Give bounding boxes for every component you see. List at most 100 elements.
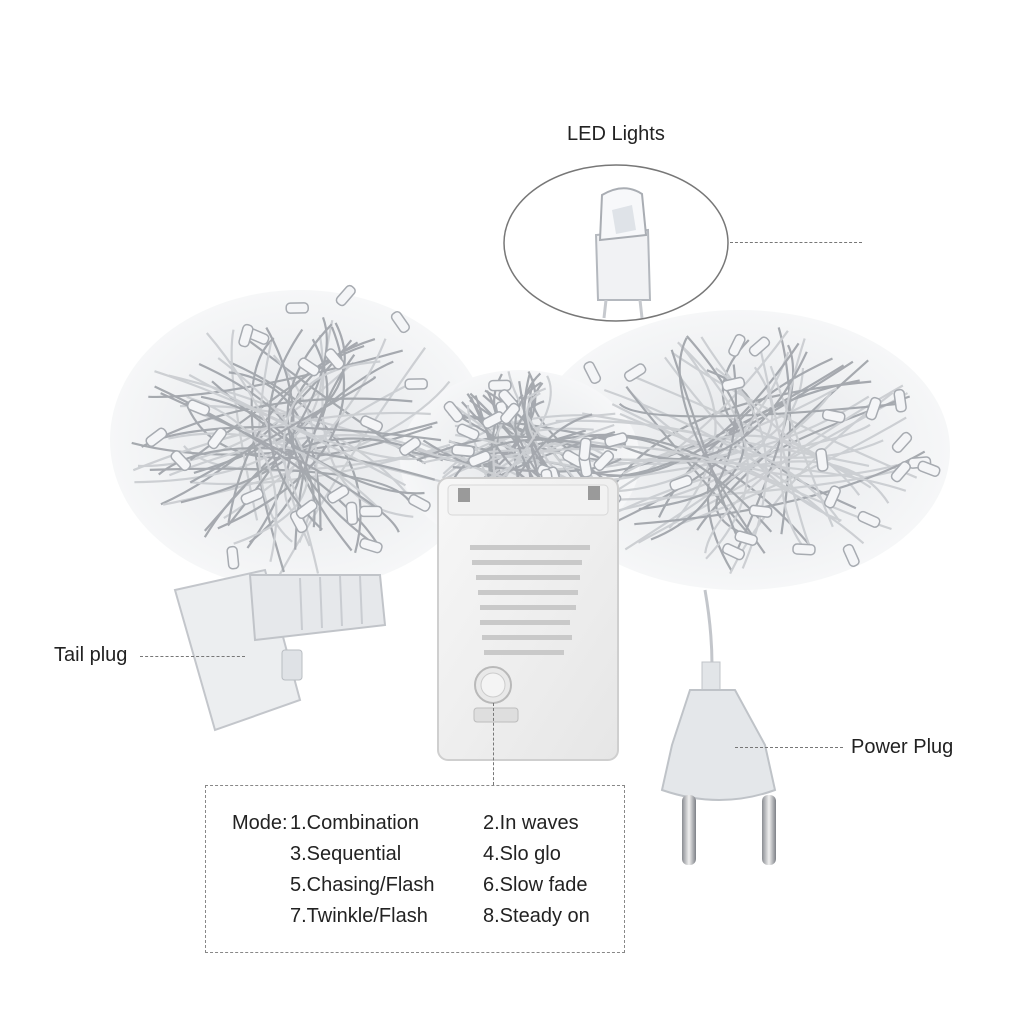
wire-strand xyxy=(186,395,278,563)
wire-strand xyxy=(608,380,872,494)
power-plug-label: Power Plug xyxy=(851,736,954,758)
power-plug xyxy=(660,589,777,865)
led-bulb-icon xyxy=(443,400,464,423)
mode-item: 3.Sequential xyxy=(290,843,402,865)
led-bulb-icon xyxy=(748,504,773,518)
led-bulb-icon xyxy=(917,460,941,477)
wire-strand xyxy=(678,337,766,554)
led-bulb-icon xyxy=(669,474,693,492)
wire-strand xyxy=(625,385,756,542)
led-bulb-icon xyxy=(359,505,383,518)
led-bulb-icon xyxy=(326,485,350,504)
tail-plug xyxy=(173,568,387,732)
led-bulb-icon xyxy=(893,388,907,413)
led-bulb-icon xyxy=(722,543,746,561)
led-bulb-icon xyxy=(604,432,628,448)
mode-item: 8.Steady on xyxy=(483,905,590,927)
wire-strand xyxy=(605,330,789,498)
wire-strand xyxy=(245,337,427,465)
led-bulb-icon xyxy=(145,427,168,448)
wire-strand xyxy=(575,342,800,477)
wire-strand xyxy=(507,371,587,492)
led-magnifier xyxy=(503,164,729,322)
wire-strand xyxy=(769,365,834,528)
led-bulb-icon xyxy=(359,537,383,554)
mode-item: 7.Twinkle/Flash xyxy=(290,905,428,927)
wire-strand xyxy=(141,397,413,448)
led-bulb-icon xyxy=(289,510,308,534)
wire-strand xyxy=(168,432,383,512)
wire-strand xyxy=(622,434,861,496)
led-lights-leader xyxy=(730,242,862,243)
led-bulb-icon xyxy=(186,399,211,416)
led-bulb-icon xyxy=(891,431,913,454)
wire-strand xyxy=(779,338,806,548)
wire-strand xyxy=(147,425,442,444)
mode-item: 5.Chasing/Flash xyxy=(290,874,435,896)
led-bulb-icon xyxy=(734,530,758,546)
led-bulb-icon xyxy=(390,310,411,334)
controller-box xyxy=(437,477,619,761)
wire-strand xyxy=(618,402,903,418)
led-bulb-icon xyxy=(728,333,746,357)
led-bulb-icon xyxy=(500,402,521,425)
wire-strand xyxy=(602,351,808,461)
wire-strand xyxy=(759,348,811,547)
mode-item: 1.Combination xyxy=(290,812,419,834)
led-bulb-icon xyxy=(593,450,615,472)
wire-strand xyxy=(282,360,381,547)
led-bulb-icon xyxy=(488,379,512,392)
led-bulb-icon xyxy=(456,423,480,441)
mode-leader xyxy=(493,703,494,785)
wire-strand xyxy=(160,392,400,533)
wire-strand xyxy=(638,335,745,511)
wire-strand xyxy=(257,341,293,543)
led-bulb-icon xyxy=(407,493,431,512)
mode-prefix: Mode: xyxy=(232,812,288,834)
led-bulb-icon xyxy=(890,460,911,483)
led-bulb-icon xyxy=(404,378,428,390)
led-bulb-icon xyxy=(815,448,829,472)
mode-item: 6.Slow fade xyxy=(483,874,588,896)
led-bulb-icon xyxy=(451,444,475,457)
led-bulb-icon xyxy=(748,336,771,357)
led-bulb-icon xyxy=(345,501,359,526)
led-bulb-icon xyxy=(335,284,356,307)
led-bulb-icon xyxy=(821,409,846,424)
led-bulb-icon xyxy=(398,436,422,456)
led-bulb-icon xyxy=(467,450,492,468)
wire-strand xyxy=(246,327,295,549)
led-bulb-icon xyxy=(842,543,860,567)
led-bulb-icon xyxy=(324,348,345,370)
wire-strand xyxy=(286,323,373,544)
wire-strand xyxy=(617,460,890,513)
wire-strand xyxy=(668,344,717,529)
led-bulb-icon xyxy=(623,363,647,382)
wire-strand xyxy=(677,341,749,560)
wire-strand xyxy=(677,416,907,526)
led-bulb-icon xyxy=(170,450,192,472)
mode-item: 2.In waves xyxy=(483,812,579,834)
led-bulb-icon xyxy=(578,437,592,462)
led-bulb-icon xyxy=(240,488,264,505)
wire-strand xyxy=(205,332,320,574)
led-bulb-icon xyxy=(857,510,881,528)
led-bulb-icon xyxy=(865,396,882,421)
tail-plug-label: Tail plug xyxy=(54,644,128,666)
led-bulb-icon xyxy=(359,415,383,433)
mode-item: 4.Slo glo xyxy=(483,843,561,865)
led-bulb-icon xyxy=(583,361,602,385)
led-bulb-icon xyxy=(792,543,816,556)
wire-strand xyxy=(154,370,407,487)
led-bulb-icon xyxy=(823,485,841,509)
wire-strand xyxy=(721,339,857,510)
power-plug-leader xyxy=(735,747,843,748)
mode-list-box xyxy=(205,785,625,953)
led-bulb-icon xyxy=(285,302,309,314)
led-bulb-icon xyxy=(238,323,254,348)
wire-strand xyxy=(439,447,604,484)
led-bulb-icon xyxy=(297,357,320,377)
wire-strand xyxy=(555,419,841,523)
led-bulb-icon xyxy=(226,545,240,570)
